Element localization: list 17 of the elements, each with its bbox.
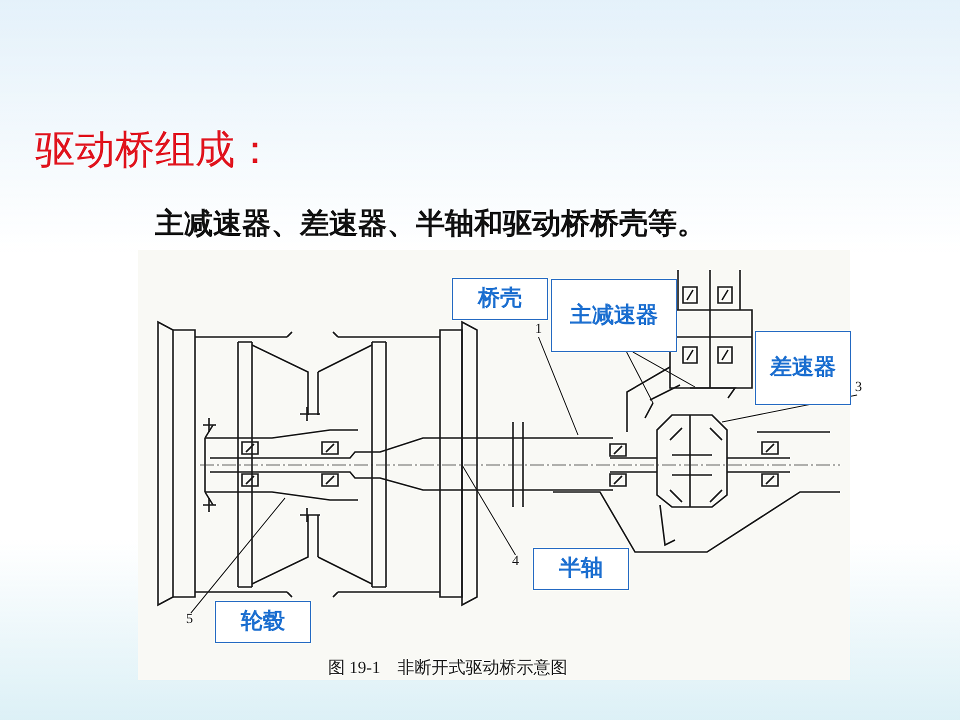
callout-number: 4 [512,555,519,569]
callout-number: 5 [186,613,193,627]
callout-number: 3 [855,381,862,395]
leader-line [190,498,286,614]
part-label: 轮毂 [215,601,311,643]
leader-line [626,352,654,404]
figure-caption: 图 19-1 非断开式驱动桥示意图 [328,657,568,679]
subtitle: 主减速器、差速器、半轴和驱动桥桥壳等。 [155,205,706,242]
leader-line [632,352,696,388]
part-label: 差速器 [755,331,851,405]
slide-title: 驱动桥组成： [35,126,275,175]
part-label: 桥壳 [452,278,548,320]
part-label: 半轴 [533,548,629,590]
callout-number: 1 [535,323,542,337]
part-label: 主减速器 [551,279,677,352]
leader-line [538,336,578,436]
leader-line [462,464,516,556]
